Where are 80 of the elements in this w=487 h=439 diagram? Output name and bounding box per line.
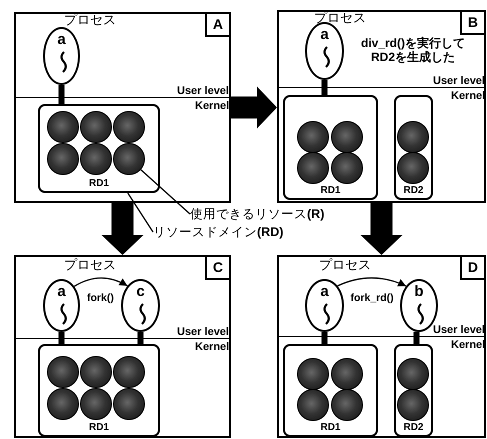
stem-line — [138, 332, 144, 344]
edge-label: fork() — [87, 292, 114, 304]
resource-circle — [397, 358, 429, 390]
resource-circle — [47, 388, 79, 420]
domain-label: RD2 — [402, 185, 424, 197]
panel-letter: C — [204, 257, 229, 280]
process-oval — [43, 279, 80, 332]
panel — [277, 255, 486, 438]
resource-circle — [297, 358, 329, 390]
process-name: c — [135, 284, 146, 300]
resource-circle — [297, 389, 329, 421]
level-label: Kernel — [451, 338, 486, 352]
resource-circle — [331, 121, 363, 153]
resource-circle — [397, 152, 429, 184]
panel — [14, 255, 231, 438]
domain-label: RD1 — [88, 178, 110, 190]
process-name: a — [56, 284, 67, 300]
leader-line — [140, 169, 190, 214]
resource-circle — [331, 358, 363, 390]
process-name: a — [319, 27, 330, 43]
panel — [277, 10, 486, 203]
resource-circle — [113, 111, 145, 143]
resource-circle — [297, 121, 329, 153]
resource-domain-box — [38, 104, 160, 193]
resource-circle — [113, 356, 145, 388]
resource-circle — [331, 152, 363, 184]
panel-letter: B — [460, 12, 484, 35]
resource-domain-box — [394, 344, 433, 437]
callout-text: リソースドメイン(RD) — [153, 224, 305, 240]
resource-circle — [113, 143, 145, 175]
level-label: User level — [433, 74, 485, 88]
callout-text: 使用できるリソース(R) — [190, 206, 332, 222]
curved-arrow — [337, 277, 406, 287]
panel-letter: D — [460, 257, 484, 280]
resource-circle — [80, 143, 112, 175]
process-heading: プロセス — [319, 258, 371, 272]
process-oval — [121, 279, 160, 332]
domain-label: RD2 — [402, 422, 424, 434]
resource-domain-box — [394, 95, 433, 200]
block-arrow — [231, 86, 277, 128]
stem-line — [58, 85, 64, 104]
block-arrow — [102, 203, 144, 255]
block-arrow — [360, 203, 402, 255]
resource-circle — [113, 388, 145, 420]
resource-circle — [397, 389, 429, 421]
edge-label: fork_rd() — [350, 292, 394, 304]
level-label: Kernel — [195, 99, 230, 113]
resource-circle — [397, 121, 429, 153]
resource-circle — [80, 111, 112, 143]
process-name: b — [413, 284, 425, 300]
resource-circle — [47, 111, 79, 143]
resource-domain-box — [283, 95, 378, 200]
panel-letter: A — [204, 14, 229, 37]
process-heading: プロセス — [64, 258, 116, 272]
resource-circle — [331, 389, 363, 421]
stem-line — [414, 332, 420, 344]
resource-domain-box — [38, 344, 160, 437]
curved-arrow — [74, 277, 128, 287]
process-oval — [305, 279, 344, 332]
resource-circle — [297, 152, 329, 184]
stem-line — [58, 332, 64, 344]
domain-label: RD1 — [319, 422, 342, 434]
level-label: User level — [177, 84, 229, 98]
resource-domain-box — [283, 344, 378, 437]
resource-circle — [80, 356, 112, 388]
stem-line — [322, 332, 328, 344]
note-text: div_rd()を実行してRD2を生成した — [360, 36, 466, 64]
resource-circle — [47, 356, 79, 388]
level-label: User level — [177, 325, 229, 339]
level-label: User level — [433, 323, 485, 337]
resource-circle — [47, 143, 79, 175]
process-name: a — [56, 32, 67, 48]
process-name: a — [319, 284, 330, 300]
level-label: Kernel — [451, 89, 486, 103]
stem-line — [322, 80, 328, 95]
domain-label: RD1 — [319, 185, 342, 197]
domain-label: RD1 — [88, 422, 110, 434]
level-label: Kernel — [195, 340, 230, 354]
resource-circle — [80, 388, 112, 420]
panel — [14, 12, 231, 203]
